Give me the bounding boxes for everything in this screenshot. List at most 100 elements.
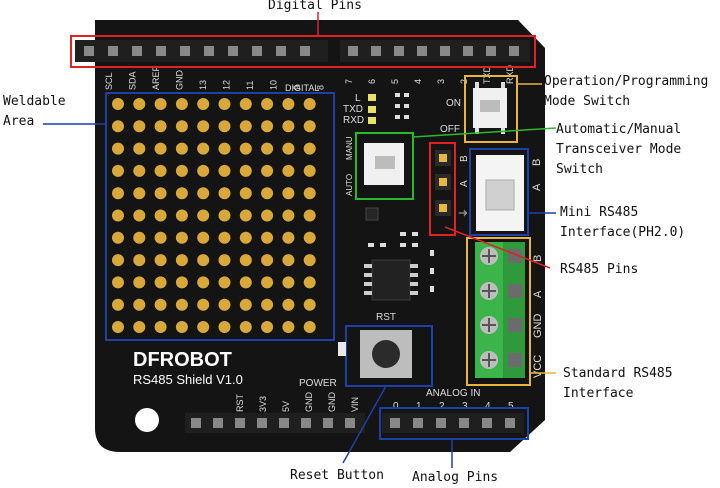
weldable-pad bbox=[282, 98, 295, 110]
chip-pin bbox=[364, 291, 372, 295]
led-label-rxd: RXD bbox=[343, 115, 364, 126]
digital-pin-label: 8 bbox=[316, 85, 326, 90]
weldable-pad bbox=[112, 254, 124, 267]
mini-a-label: A bbox=[531, 183, 543, 191]
analog-pin bbox=[436, 418, 446, 428]
weldable-pad bbox=[112, 187, 124, 200]
reset-button[interactable] bbox=[372, 340, 400, 368]
power-pin bbox=[301, 418, 311, 428]
power-pin bbox=[323, 418, 333, 428]
analog-pins-frame bbox=[379, 407, 529, 440]
weldable-pad bbox=[197, 187, 210, 200]
digital-pin bbox=[440, 46, 450, 56]
weldable-pad bbox=[197, 164, 210, 177]
callout-auto-manual-line2: Transceiver Mode bbox=[556, 142, 682, 157]
weldable-pad bbox=[154, 209, 167, 222]
digital-label: DIGITAL bbox=[285, 83, 319, 93]
auto-manual-switch-frame bbox=[355, 132, 414, 200]
digital-pin-label: 3 bbox=[436, 79, 446, 84]
digital-pin bbox=[180, 46, 190, 56]
weldable-pad bbox=[175, 120, 188, 133]
digital-pins-frame bbox=[70, 35, 536, 68]
power-label: POWER bbox=[299, 378, 337, 389]
power-pin-label: GND bbox=[327, 392, 337, 413]
power-pin-label: GND bbox=[304, 392, 314, 413]
analog-pin-label: 3 bbox=[462, 401, 468, 412]
smd-components bbox=[368, 93, 434, 292]
weldable-pad bbox=[261, 254, 274, 267]
callout-mini-rs485-line1: Mini RS485 bbox=[560, 205, 639, 220]
digital-pin bbox=[486, 46, 496, 56]
callout-weldable-line1: Weldable bbox=[3, 94, 66, 109]
digital-pin bbox=[84, 46, 94, 56]
analog-pin bbox=[413, 418, 423, 428]
rs485-pin-a-label: A bbox=[459, 180, 470, 187]
terminal-block-side bbox=[503, 242, 525, 378]
callout-standard-line1: Standard RS485 bbox=[563, 366, 673, 381]
weldable-pad bbox=[197, 209, 210, 222]
weldable-pad bbox=[112, 209, 124, 222]
terminal-screws bbox=[480, 247, 522, 369]
callout-weldable-area: Weldable Area bbox=[3, 92, 66, 132]
weldable-pad bbox=[133, 164, 146, 177]
weldable-pad bbox=[261, 321, 274, 333]
callout-standard-rs485: Standard RS485 Interface bbox=[563, 364, 673, 404]
weldable-pad bbox=[282, 142, 295, 155]
terminal-label: B bbox=[532, 255, 544, 262]
weldable-pad bbox=[133, 321, 146, 333]
auto-label: AUTO bbox=[345, 174, 354, 196]
terminal-label: VCC bbox=[532, 355, 544, 378]
weldable-pad bbox=[218, 120, 231, 133]
callout-standard-line2: Interface bbox=[563, 386, 634, 401]
digital-pin bbox=[156, 46, 166, 56]
digital-pin bbox=[348, 46, 358, 56]
chip-pin bbox=[364, 273, 372, 277]
callout-mini-rs485: Mini RS485 Interface(PH2.0) bbox=[560, 203, 685, 243]
mounting-hole bbox=[135, 408, 159, 432]
weldable-pad bbox=[175, 321, 188, 333]
rs485-transceiver-chip bbox=[371, 259, 411, 301]
weldable-pad bbox=[282, 164, 295, 177]
weldable-pad bbox=[303, 231, 316, 244]
weldable-pad bbox=[112, 321, 124, 333]
digital-pin-label: TXD bbox=[482, 65, 492, 84]
power-pin-label: 3V3 bbox=[258, 396, 268, 412]
callout-weldable-line2: Area bbox=[3, 114, 35, 129]
weldable-pad bbox=[239, 142, 252, 155]
power-pin bbox=[213, 418, 223, 428]
analog-pin-label: 2 bbox=[439, 401, 445, 412]
callout-auto-manual-line3: Switch bbox=[556, 162, 603, 177]
standard-rs485-frame bbox=[466, 237, 531, 386]
weldable-pad bbox=[303, 98, 316, 110]
weldable-pad bbox=[112, 164, 124, 177]
led-label-txd: TXD bbox=[343, 104, 363, 115]
rs485-pin-gnd-label: ⏚ bbox=[458, 208, 470, 218]
weldable-pad bbox=[112, 120, 124, 133]
weldable-pad bbox=[303, 187, 316, 200]
rst-label: RST bbox=[376, 312, 396, 323]
digital-pin-label: 11 bbox=[245, 81, 255, 90]
weldable-pad bbox=[112, 142, 124, 155]
weldable-pad bbox=[239, 254, 252, 267]
analog-pin-label: 5 bbox=[508, 401, 514, 412]
chip-pins bbox=[364, 264, 418, 295]
analog-pin-label: 0 bbox=[393, 401, 399, 412]
weldable-pad bbox=[239, 209, 252, 222]
weldable-pad bbox=[133, 209, 146, 222]
digital-pin bbox=[252, 46, 262, 56]
weldable-pad bbox=[197, 254, 210, 267]
weldable-pad bbox=[133, 98, 146, 110]
weldable-pad bbox=[218, 98, 231, 110]
weldable-pad bbox=[154, 254, 167, 267]
weldable-pad bbox=[218, 209, 231, 222]
weldable-pad bbox=[133, 120, 146, 133]
analog-in-label: ANALOG IN bbox=[426, 388, 480, 399]
op-mode-switch-frame bbox=[464, 75, 518, 143]
callout-rs485-pins: RS485 Pins bbox=[560, 260, 638, 280]
weldable-pad bbox=[282, 187, 295, 200]
digital-pin bbox=[371, 46, 381, 56]
weldable-pad bbox=[239, 164, 252, 177]
weldable-pad bbox=[197, 120, 210, 133]
